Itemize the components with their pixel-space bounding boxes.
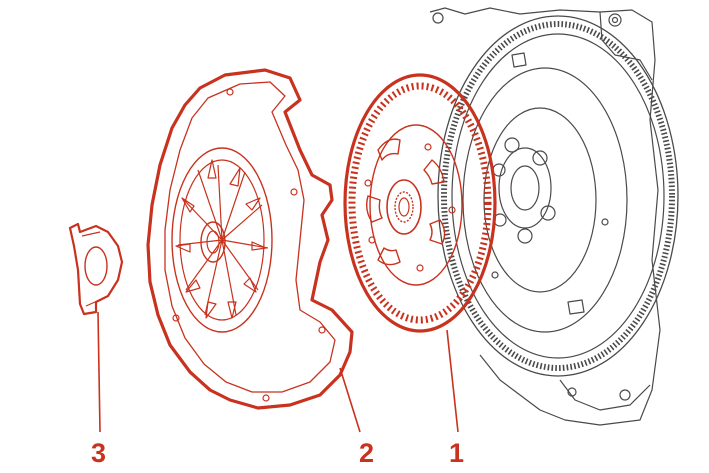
disc-rivet-4	[416, 264, 424, 272]
hub-bolt-1	[504, 137, 520, 153]
clutch-disc-inner-ring	[369, 124, 463, 286]
engine-block-rib-lower	[559, 379, 651, 411]
hub-bolt-2	[532, 150, 548, 166]
diaphragm-spring-ring	[179, 159, 265, 321]
flywheel-hole-left	[491, 271, 499, 279]
hub-bolt-3	[540, 205, 556, 221]
damper-spring-right	[429, 219, 446, 245]
cover-bolt-hole-1	[226, 88, 234, 96]
disc-rivet-2	[424, 143, 432, 151]
hub-bolt-4	[517, 228, 533, 244]
block-bolt-top-right-inner	[611, 16, 619, 24]
diaphragm-center-inner	[206, 230, 220, 254]
clutch-disc-outer-rim	[343, 73, 497, 333]
disc-rivet-1	[364, 179, 372, 187]
block-bolt-lower-right	[619, 389, 631, 401]
diaphragm-center-hole	[200, 221, 226, 263]
leader-lines	[97, 311, 459, 433]
clutch-disc-hub-outer	[386, 179, 422, 235]
damper-spring-top	[377, 138, 401, 161]
diaphragm-fingers	[177, 164, 269, 316]
callout-label-3: 3	[91, 438, 106, 468]
release-clip-outline	[68, 222, 124, 316]
callout-label-2: 2	[359, 438, 374, 468]
flywheel-hub-inner	[510, 165, 540, 211]
flywheel-hub-outer	[498, 147, 552, 229]
flywheel-dowel-bottom	[567, 299, 585, 315]
clutch-disc-hub-spline	[394, 191, 414, 223]
block-bolt-top-right	[608, 13, 622, 27]
leader-line-1	[446, 329, 459, 433]
diaphragm-spring-outer	[171, 147, 273, 333]
cover-bolt-hole-5	[172, 314, 180, 322]
engine-flywheel-assembly	[429, 7, 679, 426]
flywheel-ring-gear-teeth	[441, 21, 675, 371]
diaphragm-finger-slots	[175, 159, 267, 319]
disc-rivet-3	[448, 206, 456, 214]
flywheel-ring-gear-outer	[437, 15, 679, 377]
release-bearing-clip	[68, 222, 124, 316]
damper-spring-bottom	[377, 247, 401, 266]
flywheel-face	[462, 67, 628, 333]
damper-spring-left	[365, 195, 383, 223]
pressure-plate	[146, 68, 354, 410]
callout-label-1: 1	[449, 438, 464, 468]
block-bolt-top-left	[432, 12, 444, 24]
clutch-disc	[343, 73, 497, 333]
block-bolt-lower-left	[567, 387, 577, 397]
release-clip-tab	[81, 231, 105, 307]
pressure-plate-cover-outline	[146, 68, 354, 410]
flywheel-dowel-top	[511, 52, 527, 68]
hub-bolt-6	[492, 163, 506, 177]
release-clip-bore	[84, 246, 108, 286]
pressure-plate-flange	[164, 81, 336, 393]
flywheel-hole-right	[601, 218, 609, 226]
cover-bolt-hole-2	[290, 188, 298, 196]
clutch-disc-lining	[348, 82, 492, 324]
cover-bolt-hole-3	[318, 326, 326, 334]
flywheel-ring-gear-inner	[451, 33, 665, 359]
cover-bolt-hole-4	[262, 394, 270, 402]
leader-line-3	[97, 311, 101, 433]
engine-block-outline	[429, 7, 661, 426]
flywheel-friction-face	[483, 107, 597, 293]
damper-spring-upper-right	[423, 159, 445, 185]
engine-block-rib	[599, 11, 653, 81]
clutch-disc-hub-bore	[398, 197, 410, 217]
disc-rivet-5	[368, 236, 376, 244]
leader-line-2	[339, 367, 361, 433]
